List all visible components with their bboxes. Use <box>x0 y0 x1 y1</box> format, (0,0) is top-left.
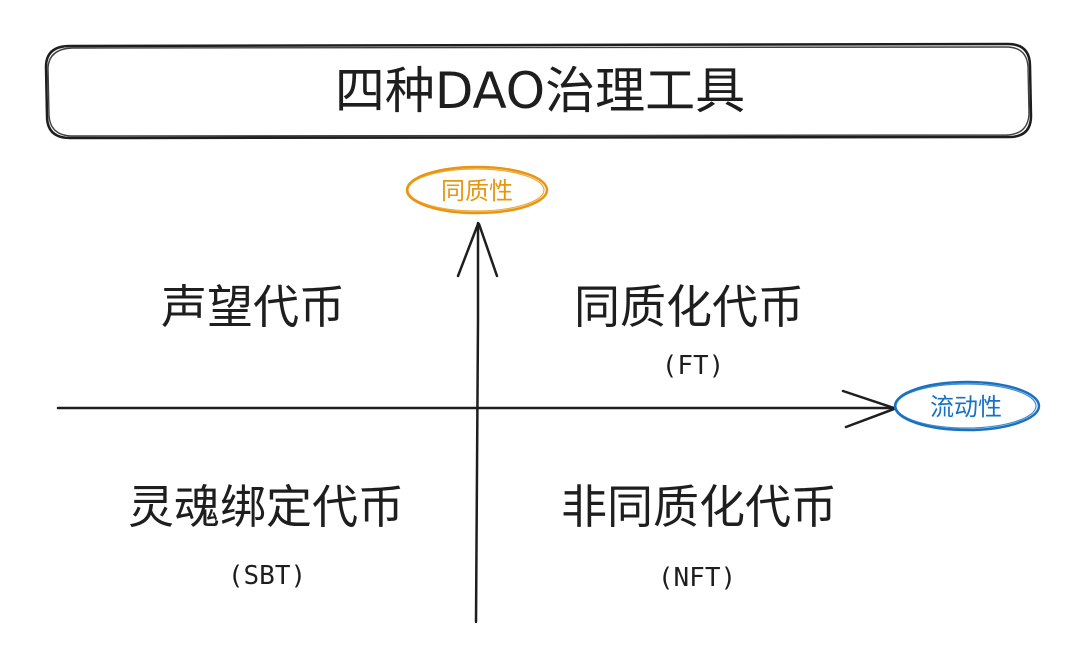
horizontal-axis-label-text: 流动性 <box>930 393 1002 421</box>
horizontal-axis-label: 流动性 <box>893 380 1041 432</box>
quadrant-top-right-sub: (FT) <box>662 351 725 381</box>
vertical-axis-label: 同质性 <box>405 165 549 215</box>
quadrant-top-right-label: 同质化代币 <box>574 280 804 334</box>
quadrant-top-left: 声望代币 <box>161 280 345 334</box>
quadrant-bottom-left-sub: (SBT) <box>228 561 306 591</box>
title-box: 四种DAO治理工具 <box>44 42 1033 140</box>
quadrant-bottom-right-label: 非同质化代币 <box>561 480 837 534</box>
quadrant-bottom-left-label: 灵魂绑定代币 <box>128 480 404 534</box>
quadrant-top-left-label: 声望代币 <box>161 280 345 334</box>
quadrant-bottom-left: 灵魂绑定代币 (SBT) <box>128 480 404 591</box>
quadrant-top-right: 同质化代币 (FT) <box>574 280 804 381</box>
page-title: 四种DAO治理工具 <box>335 62 745 120</box>
vertical-axis-label-text: 同质性 <box>441 177 513 205</box>
quadrant-bottom-right-sub: (NFT) <box>658 563 736 593</box>
vertical-axis <box>456 221 499 624</box>
horizontal-axis <box>56 389 896 429</box>
quadrant-bottom-right: 非同质化代币 (NFT) <box>561 480 837 593</box>
